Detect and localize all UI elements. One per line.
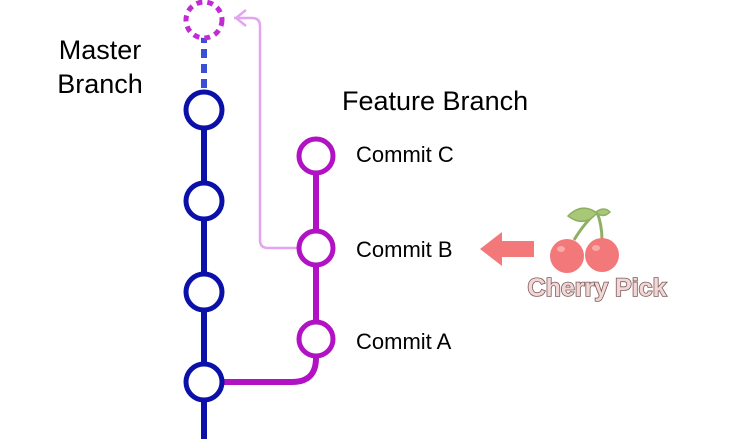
- commit-b-node: [296, 228, 336, 268]
- cherry-icon: [550, 207, 619, 273]
- cherry-pick-path-arrowhead: [233, 9, 247, 27]
- master-commit-1: [183, 89, 225, 131]
- commit-b-label: Commit B: [356, 237, 453, 262]
- master-commit-2: [183, 180, 225, 222]
- commit-c-label: Commit C: [356, 142, 454, 167]
- commit-c-node: [296, 136, 336, 176]
- cherry-pick-label: Cherry Pick: [528, 274, 667, 302]
- master-commit-base: [183, 361, 225, 403]
- cherry-picked-commit: [183, 0, 225, 41]
- feature-branch-label: Feature Branch: [342, 86, 528, 116]
- arrow-left-icon: [480, 232, 534, 266]
- master-branch-label-line1: Master: [59, 35, 142, 65]
- cherry-pick-path: [234, 16, 298, 250]
- commit-a-node: [296, 319, 336, 359]
- master-branch-label-line2: Branch: [57, 69, 143, 99]
- master-commit-3: [183, 271, 225, 313]
- commit-a-label: Commit A: [356, 329, 452, 354]
